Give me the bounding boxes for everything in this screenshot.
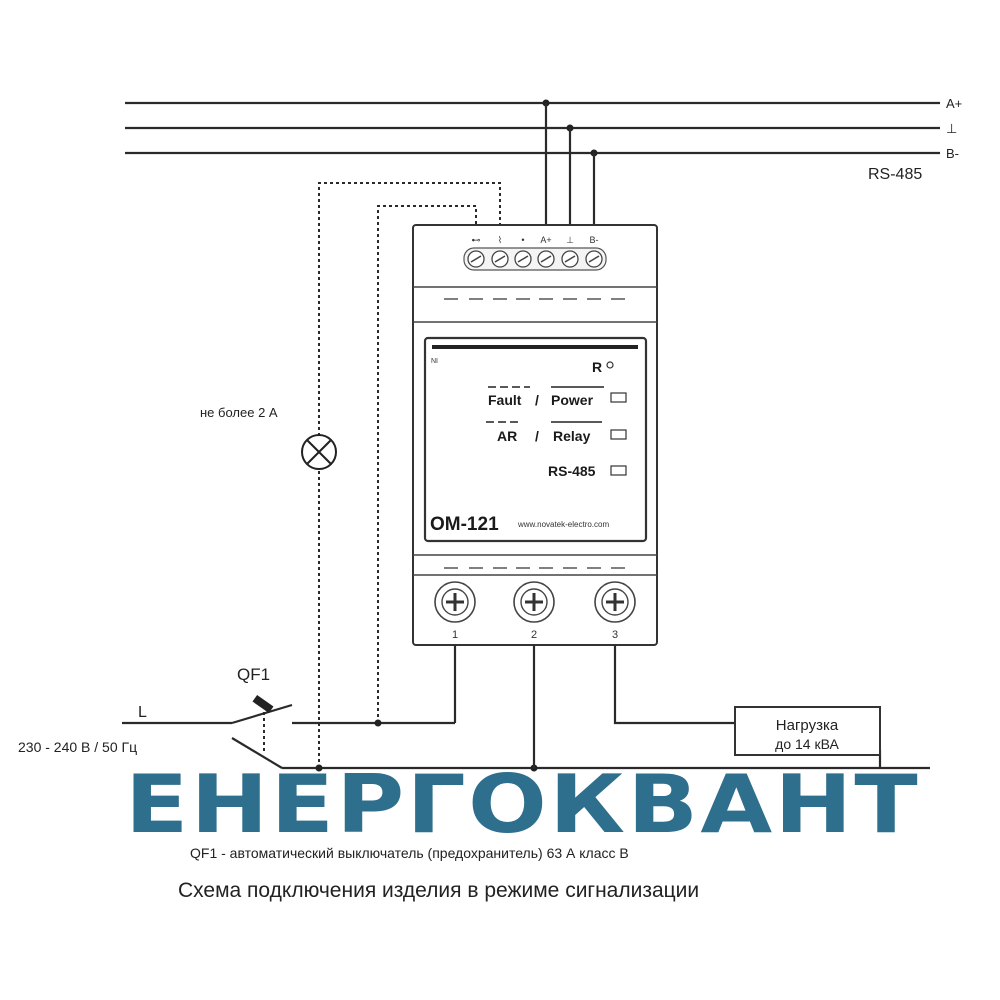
- device-website: www.novatek-electro.com: [517, 520, 609, 529]
- supply-label: 230 - 240 В / 50 Гц: [18, 739, 137, 755]
- top-screw-6: [585, 250, 603, 268]
- bus-name: RS-485: [868, 166, 922, 183]
- rs485-indicator-label: RS-485: [548, 463, 596, 479]
- bus-label-a: A+: [946, 96, 962, 111]
- power-wiring: QF1 L 230 - 240 В / 50 Гц N Нагрузка до …: [18, 645, 930, 794]
- lamp-cross-2: [306, 439, 332, 465]
- terminal-mark-2: ⌇: [498, 235, 502, 245]
- power-label: Power: [551, 392, 594, 408]
- load-box: [734, 706, 881, 756]
- load-title: Нагрузка: [776, 717, 839, 734]
- terminal-mark-6: B-: [590, 235, 599, 245]
- breaker-l-contact: [231, 703, 293, 725]
- dashed-wire-supply: [377, 205, 477, 723]
- ar-relay-led: [610, 429, 627, 440]
- diagram-caption: Схема подключения изделия в режиме сигна…: [178, 879, 699, 902]
- fault-slash: /: [535, 392, 539, 408]
- device-om121: ⊷ ⌇ • A+ ⊥ B- NI R Fault / Power AR / Re…: [412, 224, 658, 646]
- device-model: OM-121: [430, 514, 499, 535]
- terminal-mark-1: ⊷: [472, 235, 481, 245]
- bottom-terminal-block: 1 2 3: [434, 581, 636, 641]
- rs485-led: [610, 465, 627, 476]
- top-screw-2: [491, 250, 509, 268]
- breaker-handle-icon: [252, 694, 274, 714]
- panel-corner-mark: NI: [431, 358, 438, 365]
- line-l-label: L: [138, 704, 147, 721]
- top-terminal-strip: [463, 247, 607, 271]
- dashed-wire-lamp-upper: [318, 182, 501, 436]
- terminal-mark-3: •: [521, 235, 524, 245]
- terminal-mark-4: A+: [540, 235, 551, 245]
- device-front-panel: [423, 336, 648, 543]
- power-screw-3: [594, 581, 636, 623]
- bus-label-b: B-: [946, 146, 959, 161]
- top-screw-4: [537, 250, 555, 268]
- top-terminal-block: [463, 247, 607, 271]
- fault-power-led: [610, 392, 627, 403]
- breaker-note: QF1 - автоматический выключатель (предох…: [190, 845, 629, 861]
- terminal-number-1: 1: [452, 629, 458, 641]
- terminal-number-2: 2: [531, 629, 537, 641]
- terminal-mark-5: ⊥: [566, 235, 574, 245]
- wire-to-load: [613, 645, 735, 725]
- lamp-label: не более 2 А: [200, 405, 278, 420]
- top-screw-3: [514, 250, 532, 268]
- bus-label-ground: ⊥: [946, 121, 957, 136]
- fault-label: Fault: [488, 392, 522, 408]
- ar-slash: /: [535, 428, 539, 444]
- indicator-r-led: [606, 361, 614, 369]
- terminal-number-3: 3: [612, 629, 618, 641]
- breaker-label: QF1: [237, 665, 270, 684]
- alarm-circuit: не более 2 А: [200, 182, 501, 768]
- line-n-label: N: [138, 777, 150, 794]
- top-screw-5: [561, 250, 579, 268]
- junction-l: [374, 719, 382, 727]
- load-rating: до 14 кВА: [775, 736, 839, 752]
- junction-n-lamp: [315, 764, 323, 772]
- top-screw-1: [467, 250, 485, 268]
- power-screw-1: [434, 581, 476, 623]
- panel-top-bar: [432, 345, 638, 349]
- watermark-logo: ЕНЕРГОКВАНТ: [125, 758, 920, 851]
- indicator-r-label: R: [592, 359, 602, 375]
- relay-label: Relay: [553, 428, 591, 444]
- rs485-bus: A+ ⊥ B- RS-485: [125, 96, 962, 243]
- power-screw-2: [513, 581, 555, 623]
- ar-label: AR: [497, 428, 517, 444]
- breaker-n-contact: [231, 737, 283, 769]
